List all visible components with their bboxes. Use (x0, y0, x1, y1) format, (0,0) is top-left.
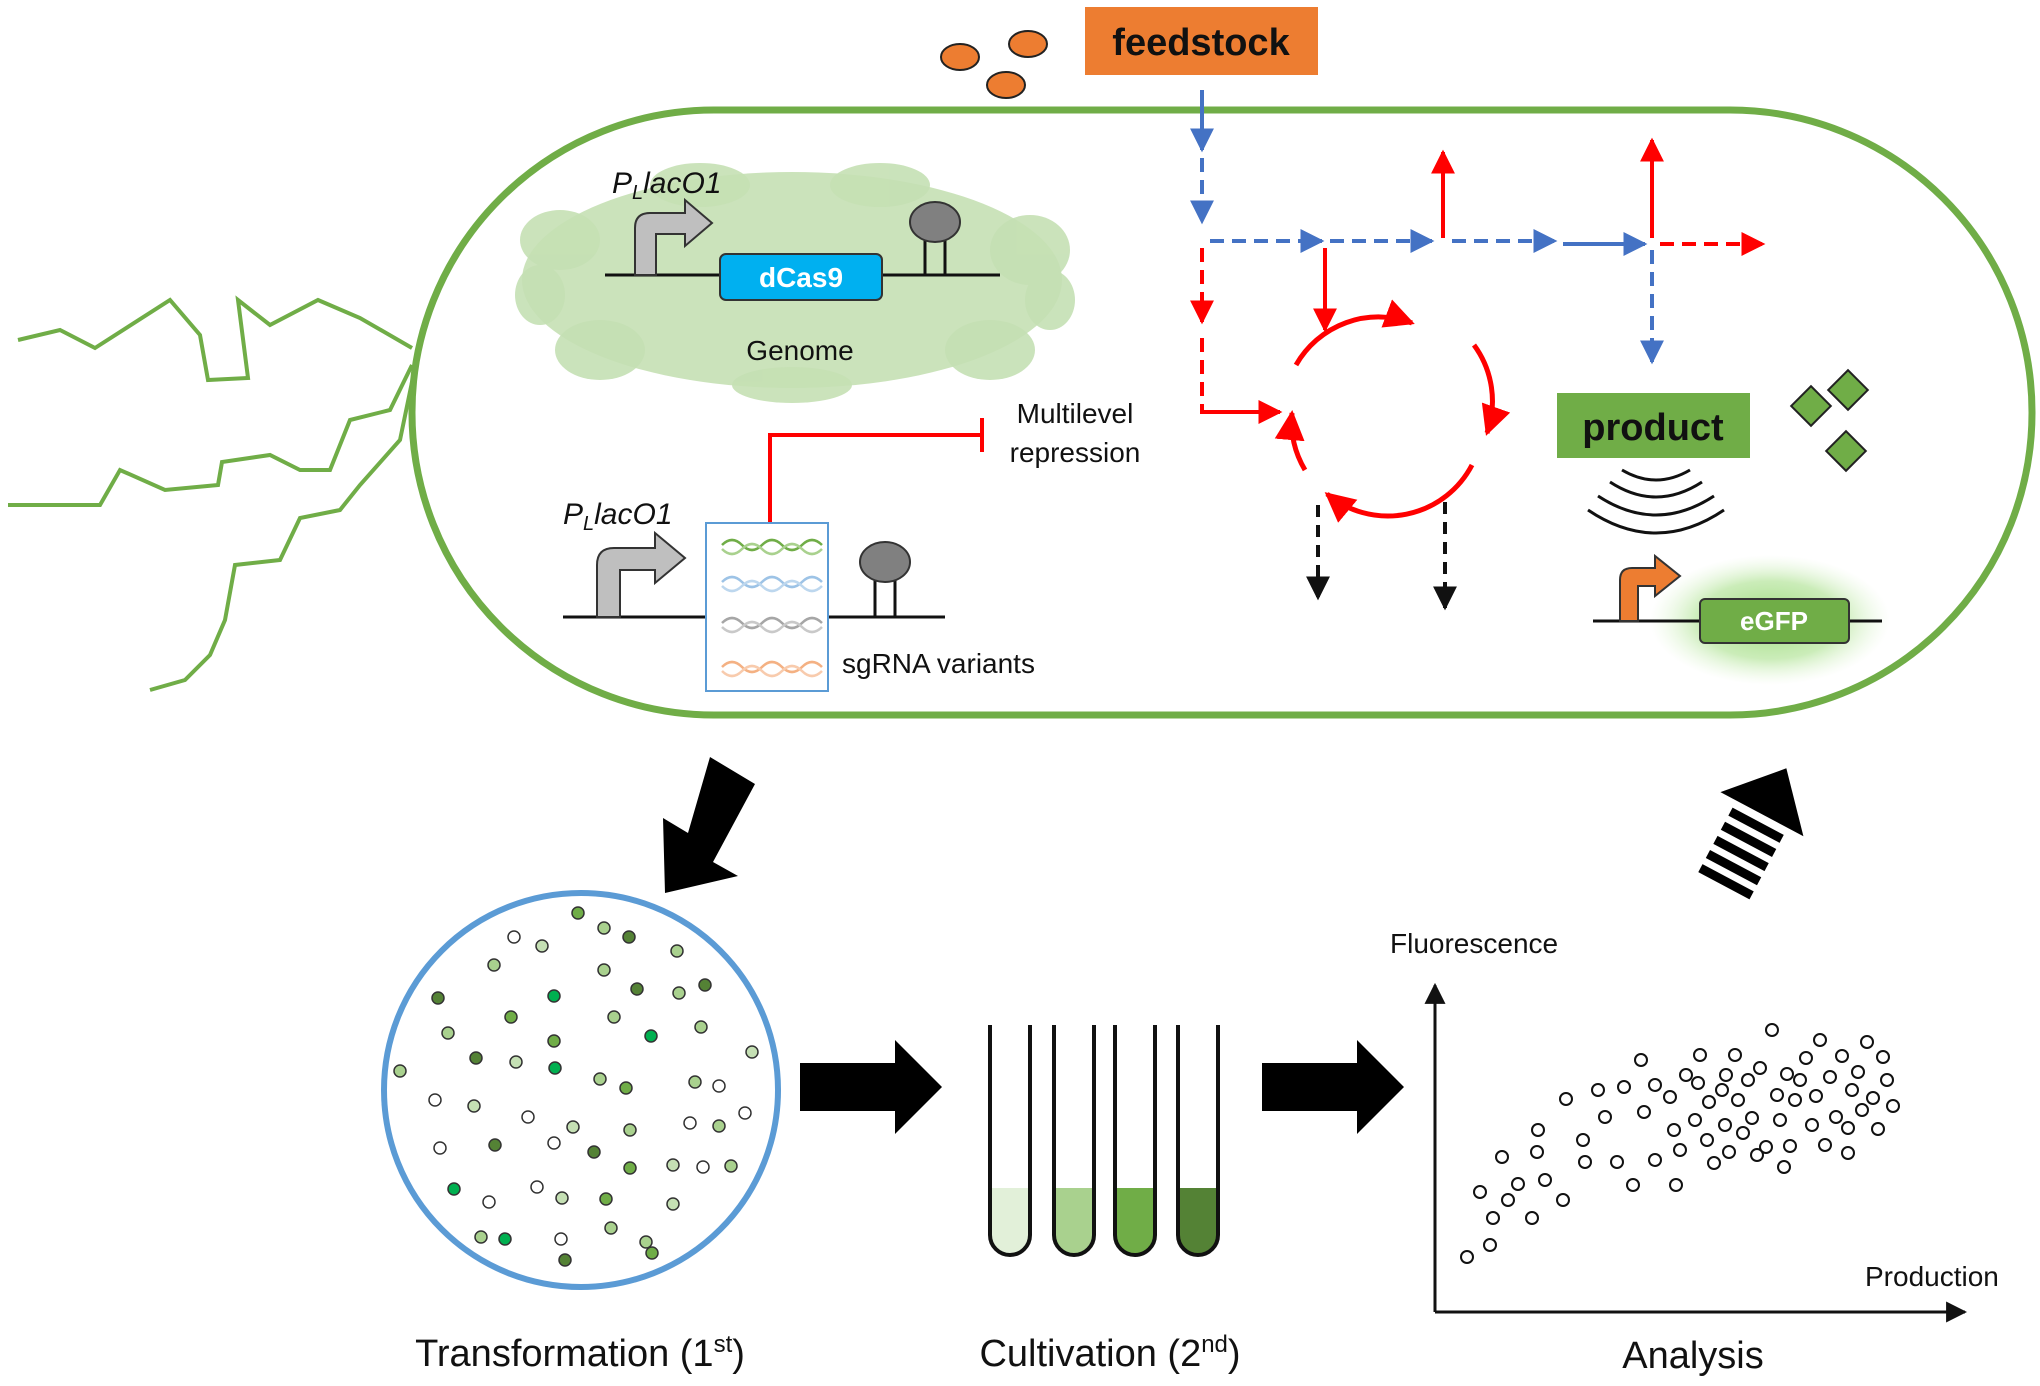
egfp-label: eGFP (1740, 606, 1808, 636)
feedback-arrow (1698, 768, 1804, 900)
colonies (393, 906, 759, 1267)
culture-tubes (988, 1025, 1220, 1257)
repression-inhibition-line (768, 433, 980, 522)
cultivation-label: Cultivation (2nd) (979, 1331, 1240, 1375)
to-cultivation-arrow (800, 1040, 942, 1134)
production-axis-label: Production (1865, 1261, 1999, 1292)
egfp-gene-box (1699, 598, 1850, 644)
genome-label: Genome (746, 335, 853, 366)
dcas9-label: dCas9 (759, 262, 843, 293)
dcas9-gene-box (719, 253, 883, 301)
feedstock-particles (940, 30, 1048, 99)
genome-promoter-label: PLlacO1 (612, 167, 722, 204)
repression-label-line2: repression (1010, 437, 1141, 468)
sgrna-promoter-label: PLlacO1 (563, 498, 673, 535)
sgrna-variant-strands (721, 538, 823, 678)
genome-terminator (909, 201, 961, 275)
product-box (1557, 393, 1750, 458)
to-transformation-arrow (663, 757, 755, 893)
biosensor-signal-waves (1587, 468, 1725, 535)
to-analysis-arrow (1262, 1040, 1404, 1134)
metabolic-pathway (1190, 90, 1766, 611)
feedstock-box (1085, 7, 1318, 75)
scatter-points (1460, 1023, 1900, 1264)
transformation-label: Transformation (1st) (415, 1331, 745, 1375)
sgrna-label: sgRNA variants (842, 648, 1035, 679)
sgrna-promoter-arrow (596, 530, 687, 618)
feedstock-label: feedstock (1112, 22, 1290, 64)
flagella (8, 295, 414, 692)
fluorescence-axis-label: Fluorescence (1390, 928, 1558, 959)
genome-promoter-arrow (634, 197, 714, 276)
product-molecules (1789, 368, 1870, 473)
sgrna-terminator (859, 541, 911, 617)
analysis-label: Analysis (1622, 1335, 1764, 1377)
product-label: product (1582, 407, 1724, 449)
biosensor-promoter-arrow (1619, 553, 1682, 622)
cell-membrane (408, 106, 2036, 719)
scatter-axes (1424, 982, 1968, 1323)
genome-nucleoid-fringe (515, 163, 1075, 403)
repression-label-line1: Multilevel (1017, 398, 1134, 429)
